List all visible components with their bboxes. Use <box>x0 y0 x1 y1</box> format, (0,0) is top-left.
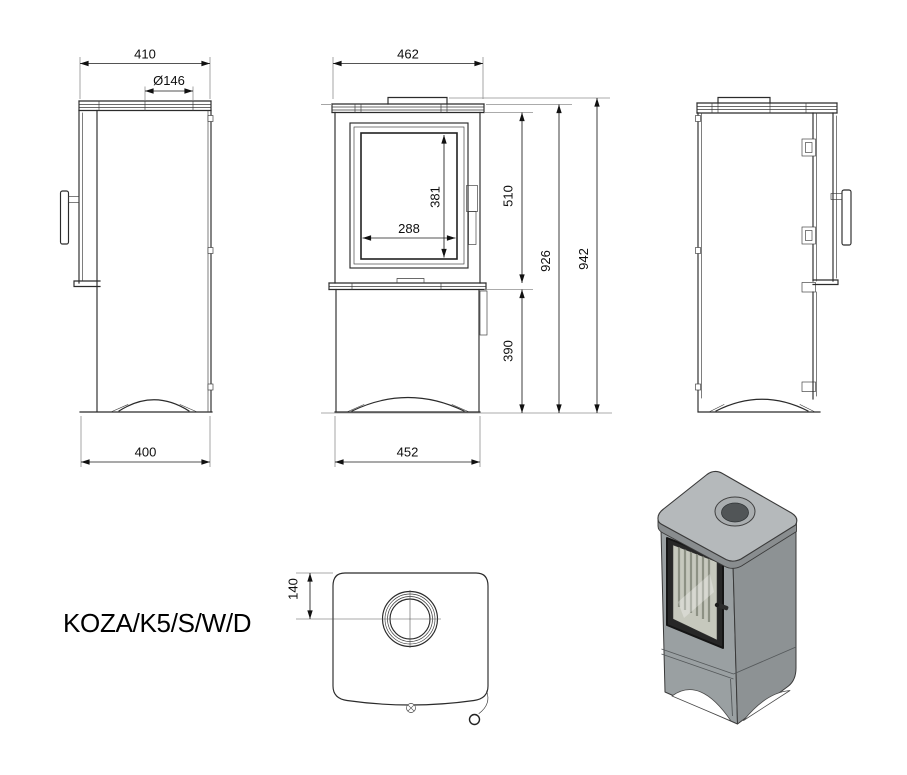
dimension-510: 510 <box>484 112 533 284</box>
render-firebrick-stripes <box>677 547 711 622</box>
base-arch <box>715 398 809 412</box>
dim-label-926: 926 <box>538 250 553 272</box>
dim-label-452: 452 <box>397 445 419 460</box>
dimension-flue-diameter: Ø146 <box>144 73 194 100</box>
dim-label-942: 942 <box>576 248 591 270</box>
dim-label-410: 410 <box>134 47 156 62</box>
dimension-390: 390 <box>484 289 533 414</box>
render-flue-opening <box>721 502 749 523</box>
dim-label-140: 140 <box>286 578 301 600</box>
top-view: 140 <box>286 572 489 726</box>
dimension-288: 288 <box>362 221 456 241</box>
base-arch <box>118 399 190 412</box>
dim-label-381: 381 <box>428 186 443 208</box>
dimension-410: 410 <box>79 47 211 99</box>
left-side-outline <box>59 100 214 413</box>
pull-ring <box>468 713 481 726</box>
handle-bracket <box>68 196 80 203</box>
door-handle <box>841 189 852 246</box>
shelf-lip <box>73 280 101 288</box>
dim-label-462: 462 <box>397 47 419 62</box>
product-render <box>657 470 798 725</box>
dimension-452: 452 <box>334 416 481 467</box>
render-shelf-seam <box>661 646 797 680</box>
dimension-140: 140 <box>286 572 313 620</box>
shelf-lip <box>812 279 839 286</box>
door-hinge-lower <box>801 226 816 245</box>
front-view: 462 381 288 510 390 926 942 <box>321 47 612 467</box>
door-handle <box>59 190 70 245</box>
front-outline <box>321 96 612 414</box>
render-front-arch-cutout <box>671 689 732 722</box>
model-label: KOZA/K5/S/W/D <box>63 608 251 638</box>
render-side-arch-cutout <box>743 690 791 721</box>
dim-label-288: 288 <box>398 221 420 236</box>
pull-chain <box>478 690 489 714</box>
base-arch <box>351 397 465 412</box>
dim-label-400: 400 <box>135 445 157 460</box>
flue-collar-side <box>717 96 771 104</box>
dimension-462: 462 <box>332 47 484 99</box>
right-side-view <box>695 96 852 413</box>
handle-bracket <box>830 193 843 200</box>
dimension-942: 942 <box>449 97 610 414</box>
dimension-926: 926 <box>486 104 572 414</box>
render-right-face <box>732 526 797 725</box>
dim-label-390: 390 <box>501 340 516 362</box>
flue-collar-front <box>387 96 448 105</box>
dim-label-510: 510 <box>501 185 516 207</box>
door-hinge-upper <box>801 138 816 157</box>
left-side-view: 410 Ø146 400 <box>59 47 214 467</box>
door-frame <box>349 122 469 269</box>
dimension-381: 381 <box>428 134 447 258</box>
dimension-400: 400 <box>80 416 211 467</box>
door-glass <box>360 132 458 260</box>
dim-label-flue: Ø146 <box>153 73 185 88</box>
render-glass-reflection <box>678 574 714 618</box>
